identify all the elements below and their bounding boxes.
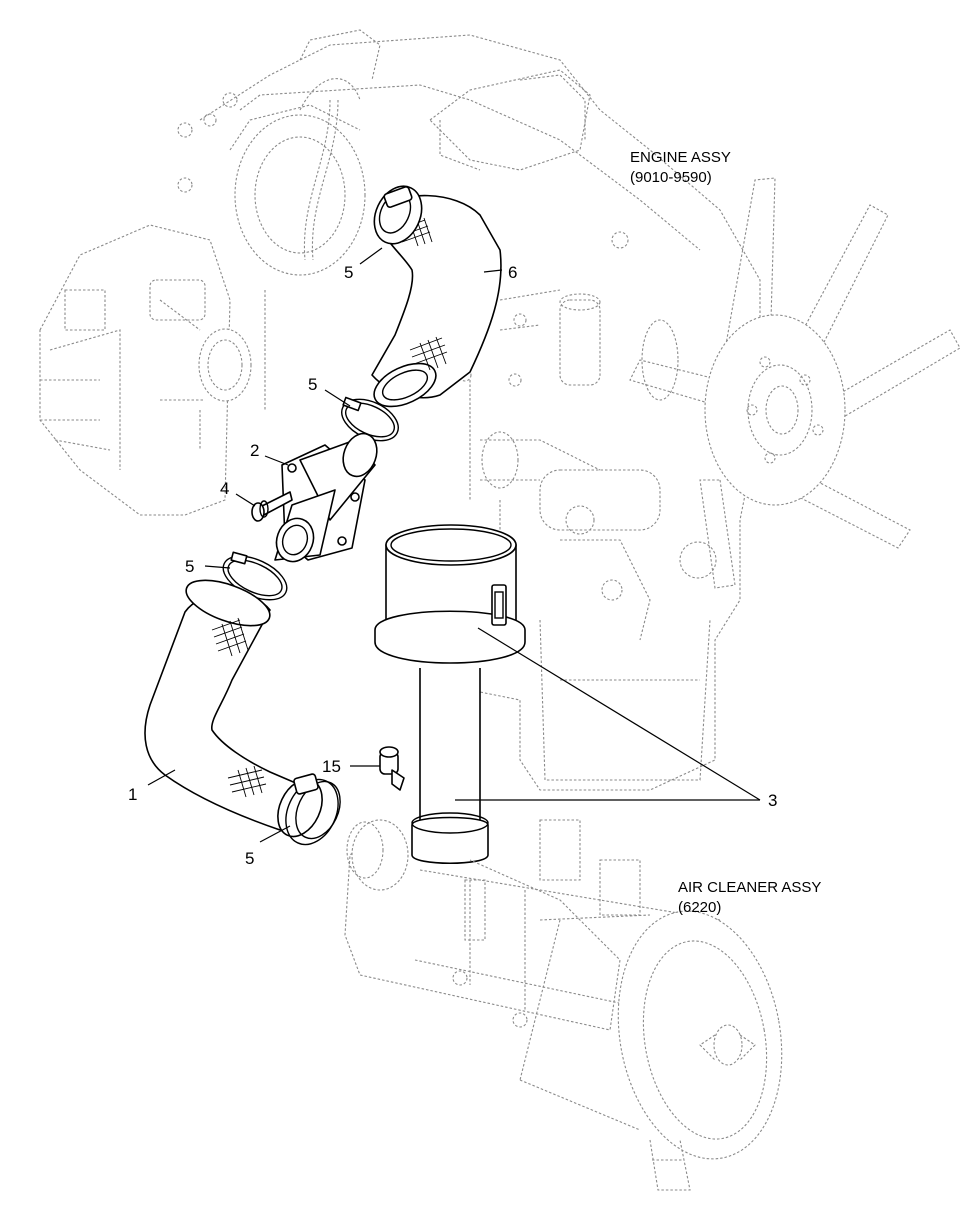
adapter-2 <box>274 432 378 563</box>
indicator-15 <box>379 746 405 791</box>
engine-assy-title: ENGINE ASSY <box>630 149 731 166</box>
air-cleaner-assy-annotation: AIR CLEANER ASSY (6220) <box>678 879 821 916</box>
engine-outline <box>39 29 961 791</box>
hose-1 <box>144 579 323 838</box>
callout-5: 5 <box>185 557 194 576</box>
air-cleaner-outline <box>344 819 783 1191</box>
callout-3: 3 <box>768 791 777 810</box>
clamp-upper <box>373 185 423 245</box>
callout-5: 5 <box>308 375 317 394</box>
engine-assy-range: (9010-9590) <box>630 169 712 186</box>
clamp-5-lower <box>285 773 341 846</box>
clamp-5-mid <box>341 396 399 442</box>
engine-assy-annotation: ENGINE ASSY (9010-9590) <box>630 149 731 186</box>
air-cleaner-assy-title: AIR CLEANER ASSY <box>678 879 821 896</box>
callout-6: 6 <box>508 263 517 282</box>
hose-6 <box>371 194 502 408</box>
air-cleaner-assy-code: (6220) <box>678 899 721 916</box>
leader-lines <box>147 247 761 843</box>
callout-5: 5 <box>245 849 254 868</box>
callout-4: 4 <box>220 479 229 498</box>
callout-1: 1 <box>128 785 137 804</box>
callout-2: 2 <box>250 441 259 460</box>
callout-numbers: 5 6 5 2 4 5 15 1 3 5 <box>128 263 777 868</box>
precleaner-3 <box>374 524 526 865</box>
callout-5: 5 <box>344 263 353 282</box>
bolt-4 <box>251 491 293 522</box>
callout-15: 15 <box>322 757 341 776</box>
